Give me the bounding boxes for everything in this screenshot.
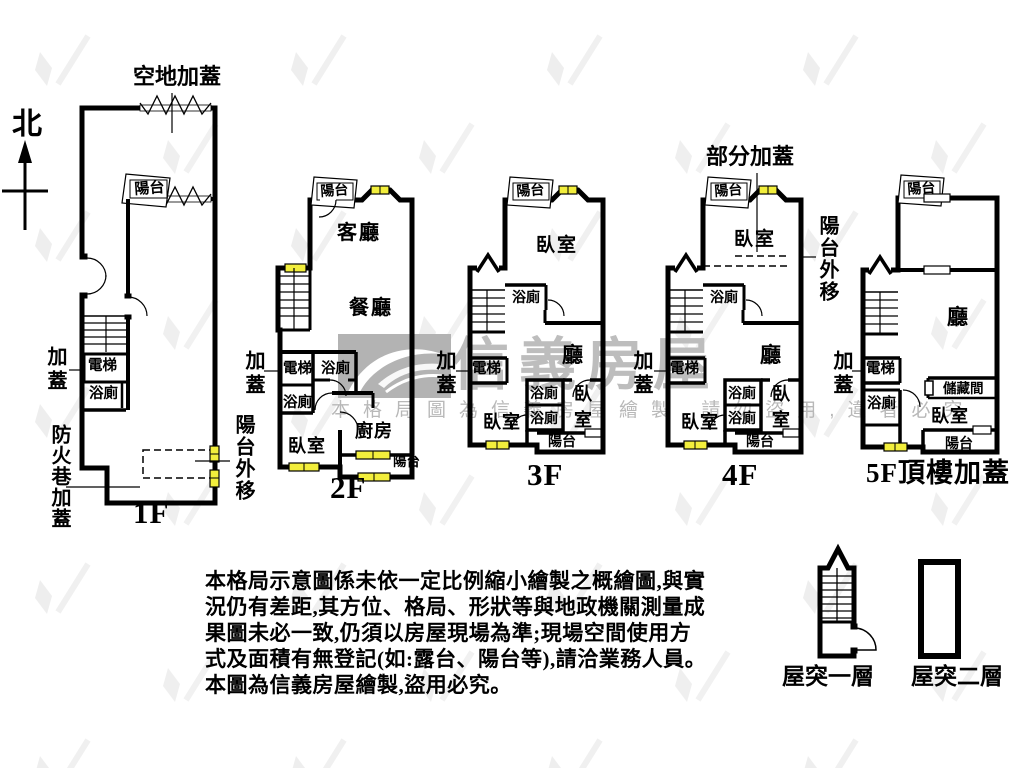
label-f2-elevator: 電梯 (283, 361, 312, 377)
legend-roof1-label: 屋突一層 (782, 664, 874, 689)
floorplan-4f (654, 173, 816, 455)
legend-roof2-icon (918, 559, 961, 659)
label-f2-bathroom-lower: 浴廁 (283, 395, 312, 411)
label-f1-bathroom: 浴廁 (89, 386, 118, 402)
label-f4-bedroom-right: 臥室 (770, 384, 790, 436)
floorplan-3f (456, 176, 606, 455)
yellow-window-bars-1f (209, 445, 220, 488)
disclaimer-line-3: 果圖未必一致,仍須以房屋現場為準;現場空間使用方 (205, 621, 692, 645)
label-f3-bathroom-mid: 浴廁 (530, 387, 558, 402)
label-f2-kitchen: 廚房 (355, 421, 393, 441)
label-f4-bedroom-top: 臥室 (734, 229, 777, 250)
label-f3-balcony-top: 陽台 (515, 183, 545, 200)
label-f2-dining-room: 餐廳 (349, 297, 393, 319)
label-f1-added-cover: 加蓋 (44, 346, 66, 394)
disclaimer-line-4: 式及面積有無登記(如:露台、陽台等),請洽業務人員。 (205, 647, 707, 671)
label-f2-bathroom-upper: 浴廁 (321, 361, 350, 377)
label-f4-balcony-relocated: 陽台外移 (816, 215, 838, 303)
label-f4-partial-cover: 部分加蓋 (706, 144, 795, 169)
label-f3-balcony-bottom: 陽台 (548, 435, 576, 450)
disclaimer-line-5: 本圖為信義房屋繪製,盜用必究。 (205, 673, 512, 697)
label-f5-hall: 廳 (947, 305, 968, 329)
north-label: 北 (12, 108, 42, 141)
label-f1-open-area-cover: 空地加蓋 (133, 64, 222, 89)
watermark-notice-text: 本格局圖為信義房屋繪製,請勿盜用,違者必究 (331, 400, 976, 421)
label-f4-bathroom-mid: 浴廁 (728, 387, 756, 402)
label-f5-balcony-top: 陽台 (906, 181, 936, 198)
floorplan-1f (66, 93, 230, 506)
label-f2-added-cover: 加蓋 (242, 350, 264, 398)
label-f4-bathroom-lower: 浴廁 (728, 412, 756, 427)
label-f3-bathroom-lower: 浴廁 (530, 412, 558, 427)
label-f2-balcony-top: 陽台 (319, 183, 349, 200)
label-f5-elevator: 電梯 (866, 361, 895, 377)
label-f4-elevator: 電梯 (670, 361, 699, 377)
label-f1-elevator: 電梯 (88, 358, 117, 374)
label-f5-storage: 儲藏間 (943, 381, 984, 396)
north-compass-arrow (2, 140, 48, 230)
label-f4-bedroom-left: 臥室 (681, 412, 719, 432)
disclaimer-text: 本格局示意圖係未依一定比例縮小繪製之概繪圖,與實 況仍有差距,其方位、格局、形狀… (205, 568, 730, 698)
label-f5-bathroom: 浴廁 (867, 396, 896, 412)
label-f4-balcony-top: 陽台 (713, 183, 743, 200)
floor-label-4f: 4F (722, 457, 759, 492)
label-f4-bathroom-top: 浴廁 (710, 291, 738, 306)
label-f3-bedroom-top: 臥室 (536, 235, 579, 256)
floor-label-5f: 5F頂樓加蓋 (866, 458, 1010, 488)
legend-roof2-label: 屋突二層 (911, 664, 1003, 689)
disclaimer-line-2: 況仍有差距,其方位、格局、形狀等與地政機關測量成 (205, 595, 706, 619)
disclaimer-line-1: 本格局示意圖係未依一定比例縮小繪製之概繪圖,與實 (205, 569, 706, 593)
label-f2-bedroom: 臥室 (288, 436, 326, 456)
label-f1-fire-lane-cover: 防火巷加蓋 (48, 424, 70, 529)
label-f2-living-room: 客廳 (337, 222, 381, 244)
label-f3-added-cover: 加蓋 (433, 350, 455, 398)
label-f5-added-cover: 加蓋 (830, 350, 852, 398)
label-f3-hall: 廳 (562, 343, 583, 367)
label-f3-bedroom-left: 臥室 (483, 412, 521, 432)
label-f5-bedroom: 臥室 (931, 406, 969, 426)
floor-label-1f: 1F (133, 495, 170, 530)
yellow-window-bars-3f (485, 440, 510, 450)
floorplan-5f (852, 174, 1000, 455)
label-f1-balcony-relocated: 陽台外移 (232, 414, 254, 502)
label-f3-bathroom-top: 浴廁 (512, 291, 540, 306)
label-f4-hall: 廳 (760, 343, 781, 367)
label-f4-balcony-bottom: 陽台 (746, 435, 774, 450)
yellow-window-bars-4f (683, 440, 708, 450)
yellow-window-bars-5f (883, 442, 908, 452)
floor-label-2f: 2F (330, 470, 367, 505)
floorplan-2f (264, 176, 415, 482)
label-f4-added-cover: 加蓋 (630, 350, 652, 398)
label-f1-balcony-top: 陽台 (133, 179, 165, 198)
label-f5-balcony-bottom: 陽台 (945, 437, 973, 452)
label-f3-elevator: 電梯 (472, 361, 501, 377)
label-f3-bedroom-right: 臥室 (572, 384, 592, 436)
label-f2-balcony-bottom: 陽台 (393, 454, 420, 469)
yellow-window-bars-2f (288, 450, 391, 482)
floor-label-3f: 3F (527, 457, 564, 492)
legend-roof1-icon (817, 543, 877, 659)
